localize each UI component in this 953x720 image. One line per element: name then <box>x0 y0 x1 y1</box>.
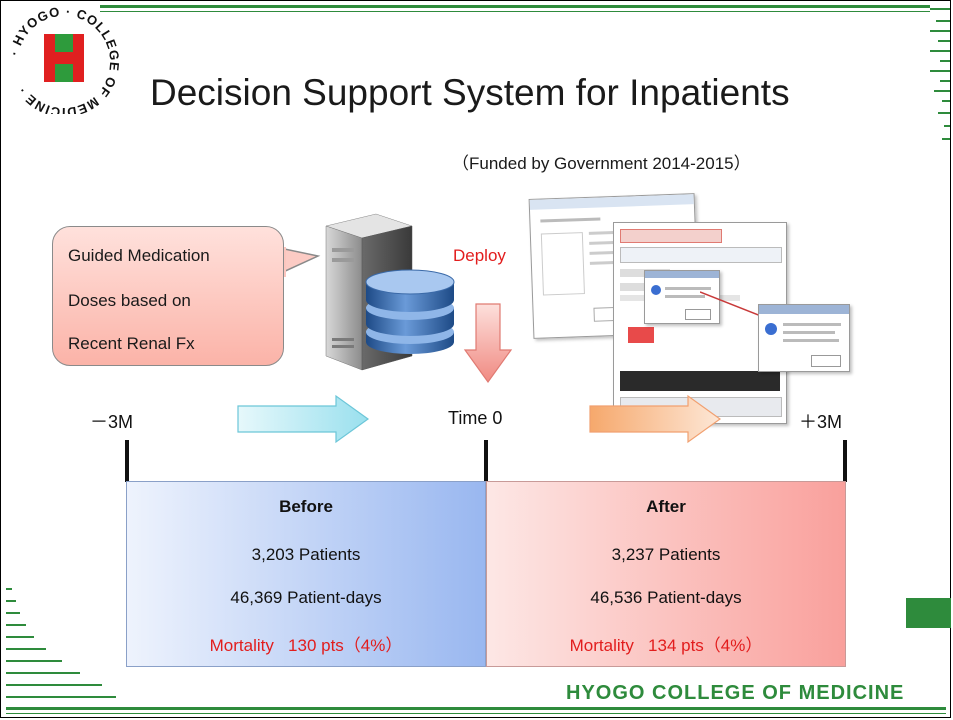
after-heading: After <box>646 497 686 516</box>
timeline-middle-label: Time 0 <box>448 408 503 428</box>
timeline-marker-end <box>843 440 847 482</box>
after-mortality-label: Mortality <box>569 636 634 655</box>
footer-brand: HYOGO COLLEGE OF MEDICINE <box>566 682 905 704</box>
callout-line: Recent Renal Fx <box>68 334 195 353</box>
before-heading: Before <box>279 497 333 516</box>
timeline-marker-start <box>125 440 129 482</box>
side-green-block <box>906 598 951 628</box>
after-mortality: Mortality 134 pts（4%） <box>487 631 845 656</box>
timeline-end-label: ＋3M <box>799 412 843 432</box>
bottom-rule-thin <box>6 713 946 714</box>
after-mortality-value: 134 pts（4%） <box>648 636 763 655</box>
callout-line: Guided Medication <box>68 246 210 265</box>
top-rule <box>100 5 930 8</box>
after-patients: 3,237 Patients <box>611 545 721 564</box>
database-icon <box>362 262 458 358</box>
page-title: Decision Support System for Inpatients <box>150 72 790 113</box>
deploy-label: Deploy <box>453 246 506 265</box>
before-patients: 3,203 Patients <box>251 545 361 564</box>
arrow-down-icon <box>463 302 513 384</box>
after-panel: After 3,237 Patients 46,536 Patient-days… <box>486 481 846 667</box>
before-mortality-label: Mortality <box>209 636 274 655</box>
arrow-right-icon <box>588 394 722 444</box>
before-panel: Before 3,203 Patients 46,369 Patient-day… <box>126 481 486 667</box>
before-mortality: Mortality 130 pts（4%） <box>127 631 485 656</box>
funding-subtitle: （Funded by Government 2014-2015） <box>452 154 751 173</box>
app-dialog-small <box>644 270 720 324</box>
arrow-right-icon <box>236 394 370 444</box>
callout-bubble <box>52 226 284 366</box>
bottom-rule <box>6 707 946 710</box>
timeline-start-label: －3M <box>90 412 134 432</box>
app-dialog-right <box>758 304 850 372</box>
top-rule-thin <box>100 11 930 12</box>
callout-line: Doses based on <box>68 291 191 310</box>
timeline-marker-middle <box>484 440 488 482</box>
dialog-connector <box>699 290 770 320</box>
before-patient-days: 46,369 Patient-days <box>230 588 382 607</box>
before-mortality-value: 130 pts（4%） <box>288 636 403 655</box>
after-patient-days: 46,536 Patient-days <box>590 588 742 607</box>
college-logo: · HYOGO · COLLEGE OF MEDICINE · <box>4 4 124 120</box>
